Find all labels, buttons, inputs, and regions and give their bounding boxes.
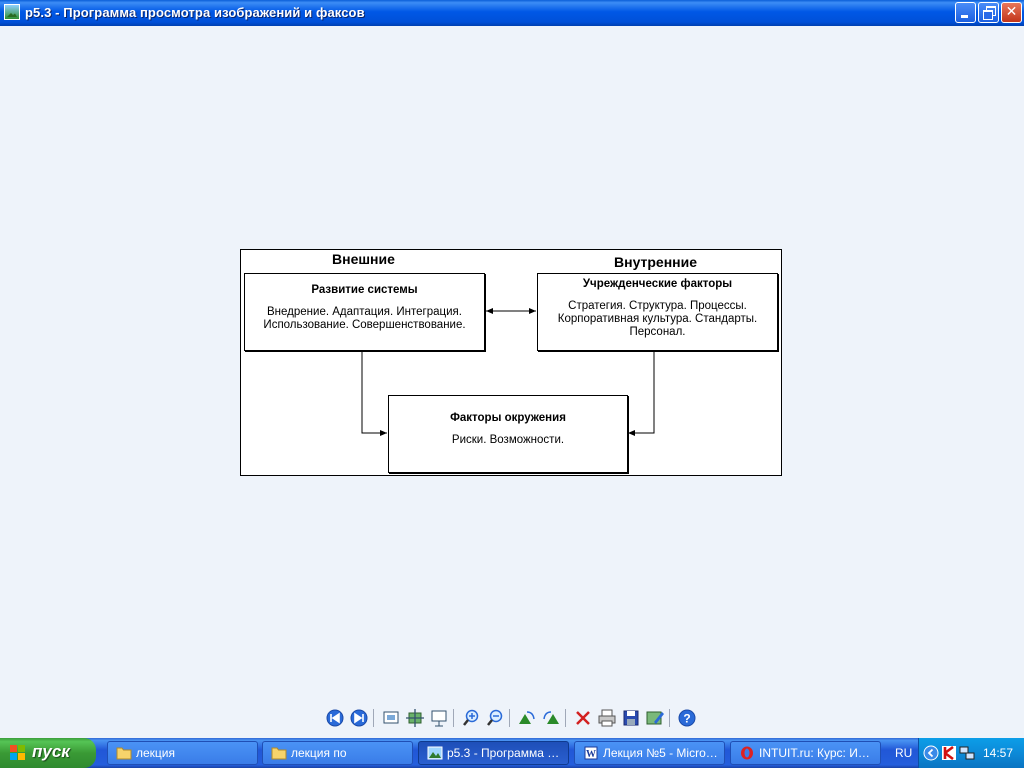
edit-button[interactable] — [645, 708, 665, 728]
image-viewer-icon — [427, 746, 443, 760]
system-box-line1: Внедрение. Адаптация. Интеграция. — [267, 306, 462, 318]
system-box-line2: Использование. Совершенствование. — [263, 319, 466, 331]
task-button-opera[interactable]: INTUIT.ru: Курс: Ин... — [730, 741, 881, 765]
institution-box-line1: Стратегия. Структура. Процессы. — [568, 300, 747, 312]
best-fit-button[interactable] — [381, 708, 401, 728]
institution-to-environment-arrow — [628, 351, 655, 436]
windows-logo-icon — [10, 745, 26, 761]
task-label: Лекция №5 - Micros... — [603, 746, 718, 760]
antivirus-icon[interactable] — [941, 745, 957, 761]
svg-text:?: ? — [683, 712, 690, 726]
task-button-lektsiya[interactable]: лекция — [107, 741, 258, 765]
minimize-icon — [961, 15, 968, 18]
institution-box-line2: Корпоративная культура. Стандарты. — [557, 313, 758, 325]
slide-show-button[interactable] — [429, 708, 449, 728]
start-label: пуск — [32, 742, 70, 761]
image-viewer-icon — [4, 4, 20, 20]
diagram-image: Внешние Внутренние Развитие системы Внед… — [240, 249, 782, 476]
close-button[interactable]: ✕ — [1001, 2, 1022, 23]
taskbar: пуск лекция лекция по p5.3 - Программа п… — [0, 738, 1024, 768]
zoom-in-button[interactable] — [461, 708, 481, 728]
system-box-title: Развитие системы — [311, 284, 418, 296]
image-canvas[interactable]: Внешние Внутренние Развитие системы Внед… — [0, 26, 1024, 738]
window-titlebar[interactable]: p5.3 - Программа просмотра изображений и… — [0, 0, 1024, 26]
task-label: лекция — [136, 746, 175, 760]
system-development-box: Развитие системы Внедрение. Адаптация. И… — [244, 273, 485, 351]
print-button[interactable] — [597, 708, 617, 728]
next-image-button[interactable] — [349, 708, 369, 728]
word-icon: W — [584, 746, 598, 760]
rotate-counterclockwise-button[interactable] — [541, 708, 561, 728]
close-icon: ✕ — [1005, 4, 1018, 20]
environment-box-line1: Риски. Возможности. — [451, 434, 565, 446]
task-button-word[interactable]: W Лекция №5 - Micros... — [574, 741, 725, 765]
folder-icon — [271, 747, 287, 760]
folder-icon — [116, 747, 132, 760]
task-label: p5.3 - Программа п... — [447, 746, 562, 760]
task-label: лекция по — [291, 746, 347, 760]
zoom-out-button[interactable] — [485, 708, 505, 728]
system-tray: 14:57 — [918, 738, 1024, 768]
institution-box-title: Учрежденческие факторы — [582, 278, 733, 290]
actual-size-button[interactable] — [405, 708, 425, 728]
task-button-lektsiya-po[interactable]: лекция по — [262, 741, 413, 765]
minimize-button[interactable] — [955, 2, 976, 23]
environment-box-title: Факторы окружения — [450, 412, 566, 424]
rotate-clockwise-button[interactable] — [517, 708, 537, 728]
start-button[interactable]: пуск — [0, 738, 96, 768]
save-button[interactable] — [621, 708, 641, 728]
environment-factors-box: Факторы окружения Риски. Возможности. — [388, 395, 628, 473]
previous-image-button[interactable] — [325, 708, 345, 728]
network-icon[interactable] — [959, 745, 975, 761]
system-to-environment-arrow — [361, 351, 387, 436]
diagram-connectors — [361, 308, 655, 436]
task-label: INTUIT.ru: Курс: Ин... — [759, 746, 874, 760]
svg-text:W: W — [586, 749, 596, 760]
delete-button[interactable] — [573, 708, 593, 728]
internal-heading: Внутренние — [614, 254, 698, 270]
show-hidden-icons-button[interactable] — [923, 745, 939, 761]
institutional-factors-box: Учрежденческие факторы Стратегия. Структ… — [537, 273, 778, 351]
window-title: p5.3 - Программа просмотра изображений и… — [25, 5, 365, 20]
help-button[interactable]: ? — [677, 708, 697, 728]
restore-button[interactable] — [978, 2, 999, 23]
opera-icon — [741, 746, 753, 760]
external-heading: Внешние — [332, 251, 395, 267]
institution-box-line3: Персонал. — [629, 326, 686, 338]
task-button-image-viewer[interactable]: p5.3 - Программа п... — [418, 741, 569, 765]
clock[interactable]: 14:57 — [983, 746, 1014, 760]
language-indicator[interactable]: RU — [895, 746, 913, 760]
